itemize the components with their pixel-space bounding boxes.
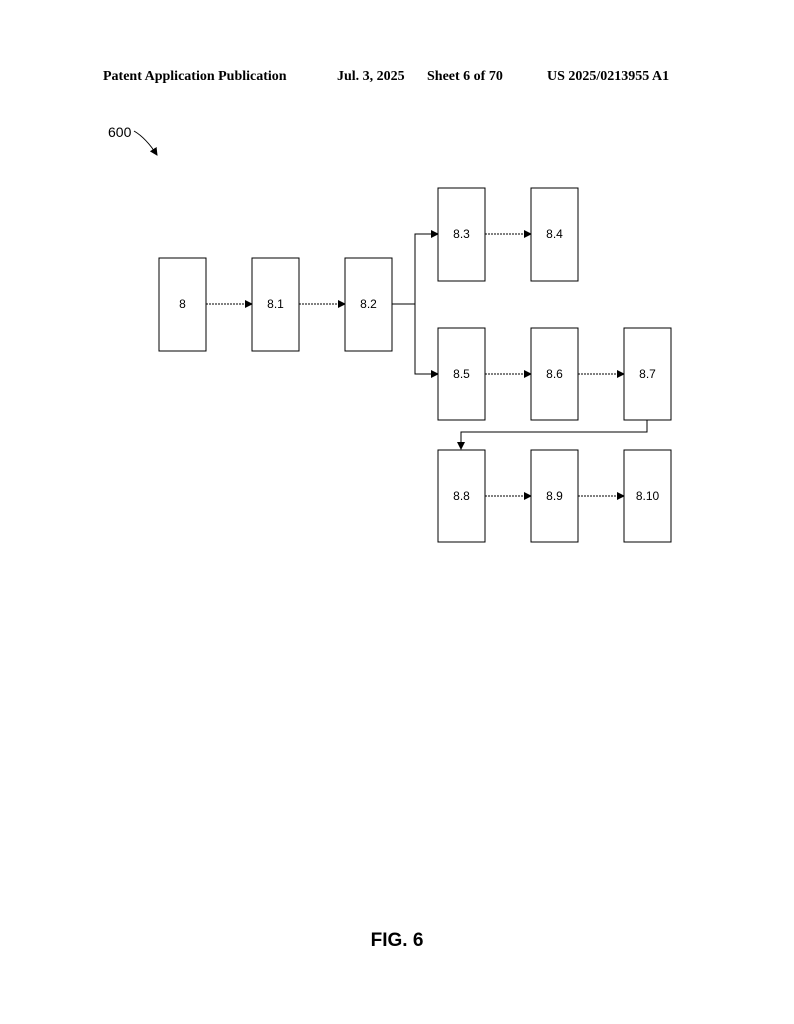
node-8-2: 8.2 <box>344 257 393 352</box>
header-sheet: Sheet 6 of 70 <box>427 69 503 84</box>
page-header: Patent Application Publication Jul. 3, 2… <box>0 69 794 89</box>
node-box <box>344 257 393 352</box>
node-label: 8.3 <box>453 227 470 241</box>
node-8-1: 8.1 <box>251 257 300 352</box>
node-8-7: 8.7 <box>623 327 672 421</box>
node-label: 8.6 <box>546 367 563 381</box>
header-publication: Patent Application Publication <box>103 69 287 84</box>
reference-numeral: 600 <box>108 124 132 140</box>
node-label: 8.2 <box>360 297 377 311</box>
node-label: 8.5 <box>453 367 470 381</box>
node-label: 8.1 <box>267 297 284 311</box>
node-box <box>437 187 486 282</box>
node-8-4: 8.4 <box>530 187 579 282</box>
node-8-9: 8.9 <box>530 449 579 543</box>
edge-8-2-to-8-3 <box>392 230 439 305</box>
node-box <box>530 449 579 543</box>
node-box <box>623 449 672 543</box>
node-box <box>623 327 672 421</box>
node-label: 8.10 <box>636 489 660 503</box>
nodes: 8 8.1 8.2 8.3 8.4 8.5 8.6 8.7 <box>158 187 672 543</box>
node-box <box>251 257 300 352</box>
reference-pointer-arrow <box>133 130 158 156</box>
node-8-5: 8.5 <box>437 327 486 421</box>
node-8-8: 8.8 <box>437 449 486 543</box>
edges <box>206 230 648 500</box>
figure-label: FIG. 6 <box>370 930 424 951</box>
node-8-6: 8.6 <box>530 327 579 421</box>
node-box <box>437 449 486 543</box>
node-box <box>158 257 207 352</box>
header-date: Jul. 3, 2025 <box>337 69 405 84</box>
node-label: 8.9 <box>546 489 563 503</box>
node-8: 8 <box>158 257 207 352</box>
node-label: 8 <box>179 297 186 311</box>
node-label: 8.8 <box>453 489 470 503</box>
edge-8-2-to-8-5 <box>414 304 439 378</box>
node-box <box>530 327 579 421</box>
node-label: 8.4 <box>546 227 563 241</box>
node-8-10: 8.10 <box>623 449 672 543</box>
header-patent-number: US 2025/0213955 A1 <box>547 69 670 84</box>
node-label: 8.7 <box>639 367 656 381</box>
edge-8-7-to-8-8 <box>457 420 648 450</box>
node-box <box>437 327 486 421</box>
node-8-3: 8.3 <box>437 187 486 282</box>
node-box <box>530 187 579 282</box>
